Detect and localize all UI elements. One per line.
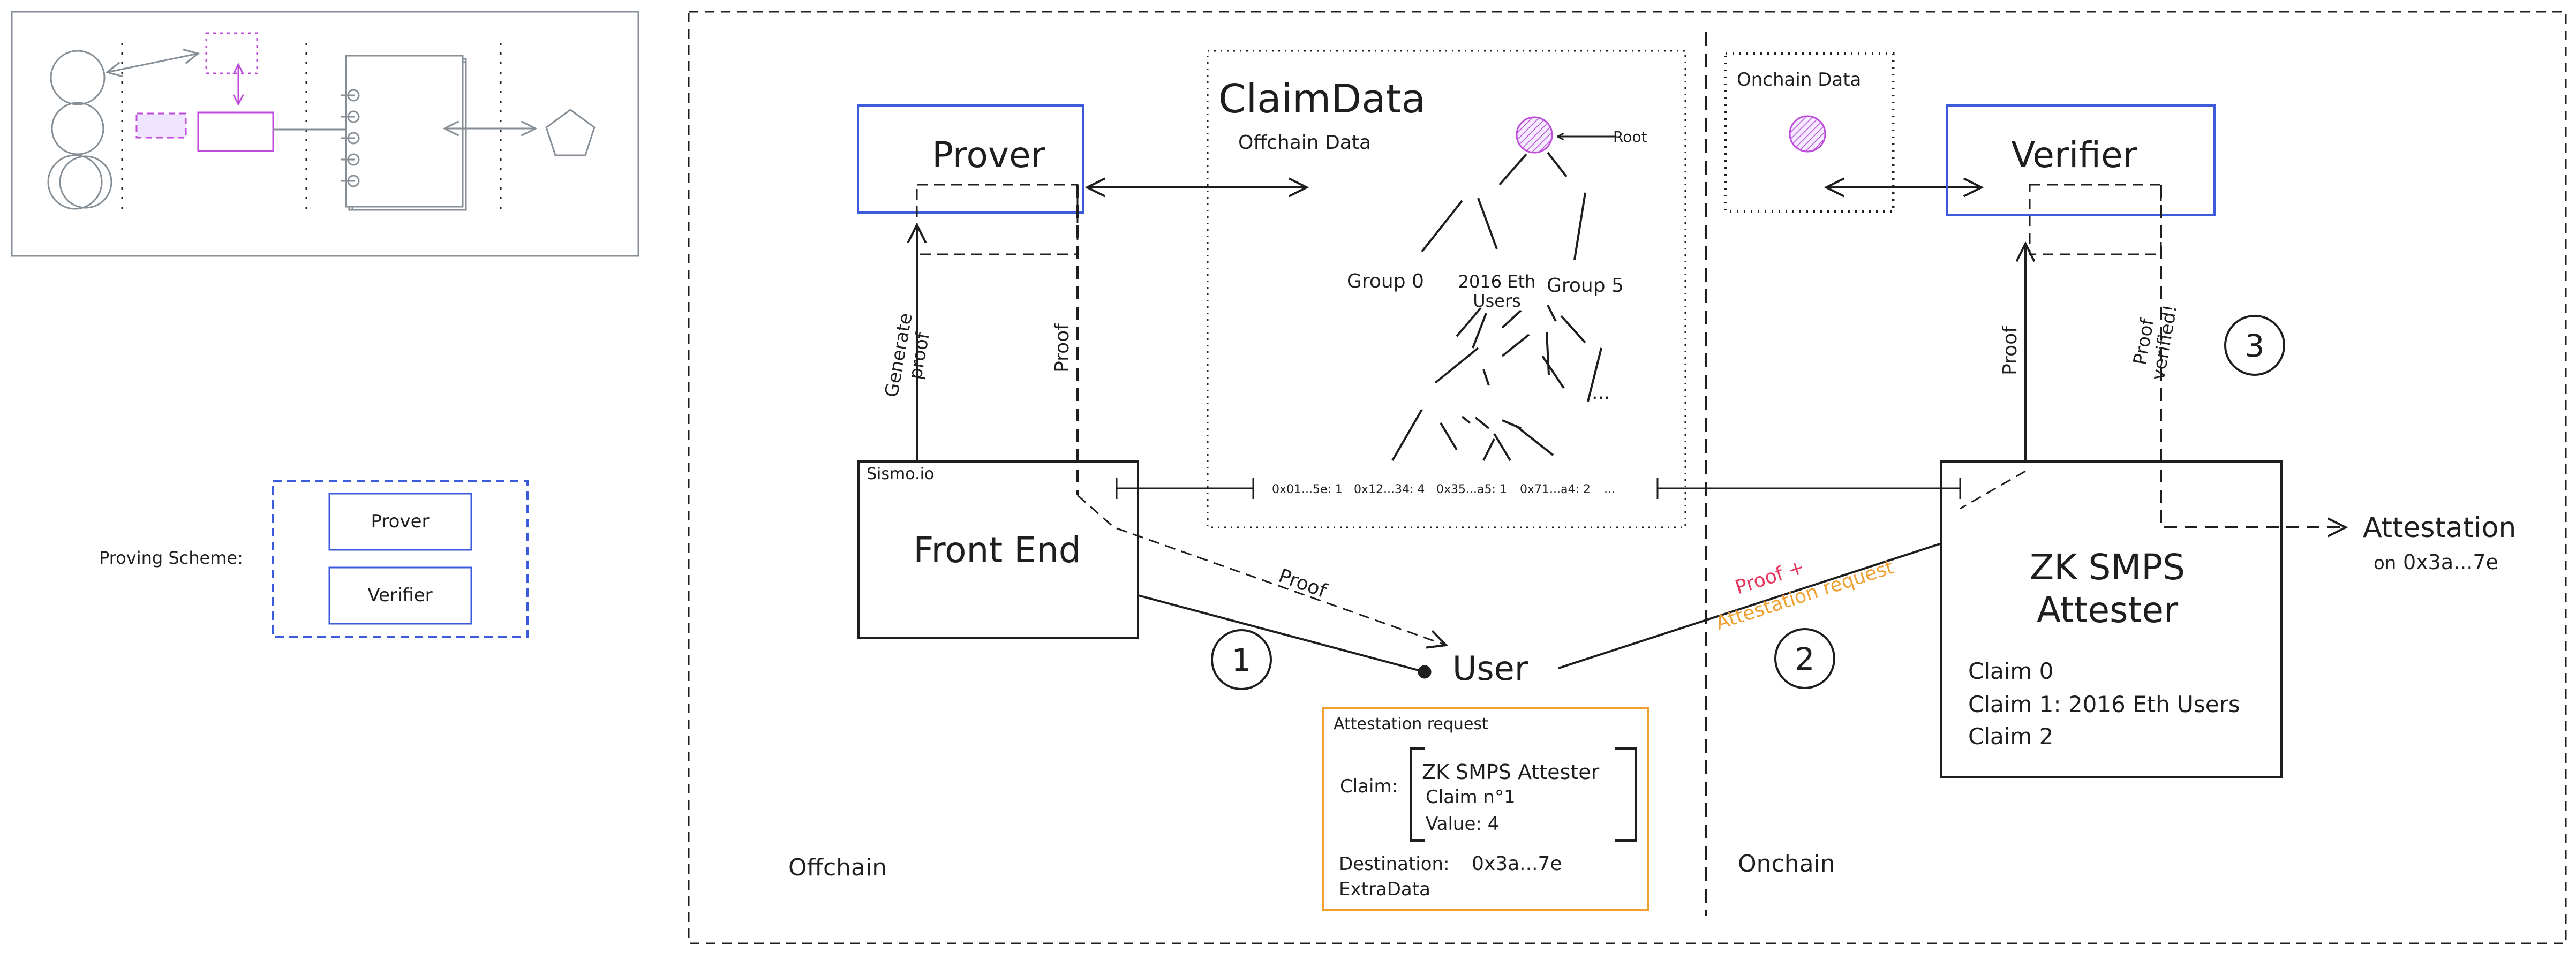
proof-attestation-label: Proof + Attestation request [1705, 530, 1896, 634]
attester-title-line2: Attester [2037, 589, 2179, 631]
legend-verifier-label: Verifier [367, 585, 432, 606]
attester-claim1: Claim 1: 2016 Eth Users [1968, 691, 2240, 717]
legend-verifier-box [328, 566, 472, 625]
region-onchain-label: Onchain [1738, 850, 1835, 878]
attester-dashed-link [1960, 470, 2026, 510]
claim-bracket-left [1410, 747, 1425, 842]
claimdata-box [1207, 50, 1686, 528]
generate-proof-label: Generate proof [881, 306, 938, 403]
legend-label: Proving Scheme: [99, 548, 243, 568]
step-3-label: 3 [2245, 328, 2265, 364]
proof-right-label: Proof [1999, 326, 2021, 375]
legend-prover-box [328, 493, 472, 551]
onchain-data-node [1789, 115, 1826, 153]
proof-verified-arrow [2160, 185, 2346, 527]
attestation-request-title: Attestation request [1334, 715, 1488, 733]
attestation-request-claim-no: Claim n°1 [1426, 786, 1516, 808]
frontend-label: Front End [913, 530, 1081, 571]
user-attester-line [1558, 542, 1942, 669]
proof-verified-label: Proof verified! [2127, 300, 2181, 382]
merkle-group5-label: Group 5 [1547, 275, 1624, 297]
claimdata-subtitle: Offchain Data [1238, 132, 1371, 154]
step-1-circle [1211, 629, 1272, 690]
step-2-circle [1774, 628, 1835, 689]
merkle-leaf: ... [1604, 483, 1615, 496]
attester-claim0: Claim 0 [1968, 658, 2053, 684]
thumbnail-preview [11, 11, 639, 257]
attestation-request-card: Attestation request Claim: ZK SMPS Attes… [1322, 707, 1649, 911]
attester-claim2: Claim 2 [1968, 723, 2053, 750]
merkle-leaves: 0x01...5e: 1 0x12...34: 4 0x35...a5: 1 0x71… [1272, 483, 1615, 496]
attestation-label: Attestation [2363, 512, 2516, 544]
merkle-root-node [1516, 116, 1553, 154]
attestation-request-value: Value: 4 [1426, 813, 1499, 835]
merkle-leaf: 0x35...a5: 1 [1436, 483, 1507, 496]
attestation-request-extradata: ExtraData [1339, 879, 1430, 900]
legend: Proving Scheme: Prover Verifier [99, 480, 529, 638]
proof-left-label: Proof [1051, 323, 1073, 373]
user-label: User [1452, 649, 1528, 688]
thumbnail-circles-icon [47, 50, 112, 210]
attestation-request-destination: 0x3a...7e [1472, 853, 1562, 875]
frontend-box [857, 460, 1139, 639]
attestation-request-claim-label: Claim: [1340, 776, 1398, 797]
thumbnail-notebook-icon [341, 55, 467, 211]
step-3-circle [2224, 315, 2285, 376]
claimdata-title: ClaimData [1218, 76, 1426, 122]
prover-box [857, 104, 1084, 214]
merkle-leaf: 0x71...a4: 2 [1520, 483, 1591, 496]
main-frame [688, 11, 2567, 944]
attestation-request-attester: ZK SMPS Attester [1422, 760, 1600, 784]
merkle-leaf: 0x01...5e: 1 [1272, 483, 1343, 496]
legend-proving-scheme-box [272, 480, 529, 638]
attester-title-line1: ZK SMPS [2030, 547, 2185, 588]
onchain-data-box [1724, 52, 1895, 213]
region-offchain-label: Offchain [788, 854, 887, 881]
attestation-address: 0x3a...7e [2403, 550, 2498, 574]
attestation-request-destination-label: Destination: [1339, 853, 1450, 875]
step-2-label: 2 [1795, 641, 1815, 677]
step-markers [1211, 315, 2285, 690]
prover-inner-dashed [916, 184, 1079, 255]
frontend-site-label: Sismo.io [867, 465, 934, 483]
frontend-user-line [1138, 594, 1432, 679]
merkle-group0-label: Group 0 [1347, 270, 1424, 292]
proof-user-label: Proof [1276, 565, 1330, 602]
legend-prover-label: Prover [371, 511, 430, 532]
verifier-label: Verifier [2011, 134, 2137, 176]
merkle-leaf: 0x12...34: 4 [1354, 483, 1425, 496]
merkle-root-label: Root [1613, 128, 1647, 146]
attester-box [1940, 460, 2283, 778]
step-1-label: 1 [1232, 642, 1252, 678]
onchain-data-title: Onchain Data [1737, 69, 1861, 90]
attestation-on-label: on [2374, 553, 2396, 574]
thumbnail-pentagon-icon [545, 109, 596, 156]
verifier-inner-dashed [2029, 184, 2162, 255]
prover-label: Prover [932, 134, 1045, 176]
merkle-ellipsis: ... [1592, 382, 1610, 404]
verifier-box [1946, 104, 2216, 216]
claim-bracket-right [1615, 747, 1637, 842]
frontend-user-dashed-path [1077, 494, 1446, 645]
merkle-tree [1391, 116, 1602, 462]
